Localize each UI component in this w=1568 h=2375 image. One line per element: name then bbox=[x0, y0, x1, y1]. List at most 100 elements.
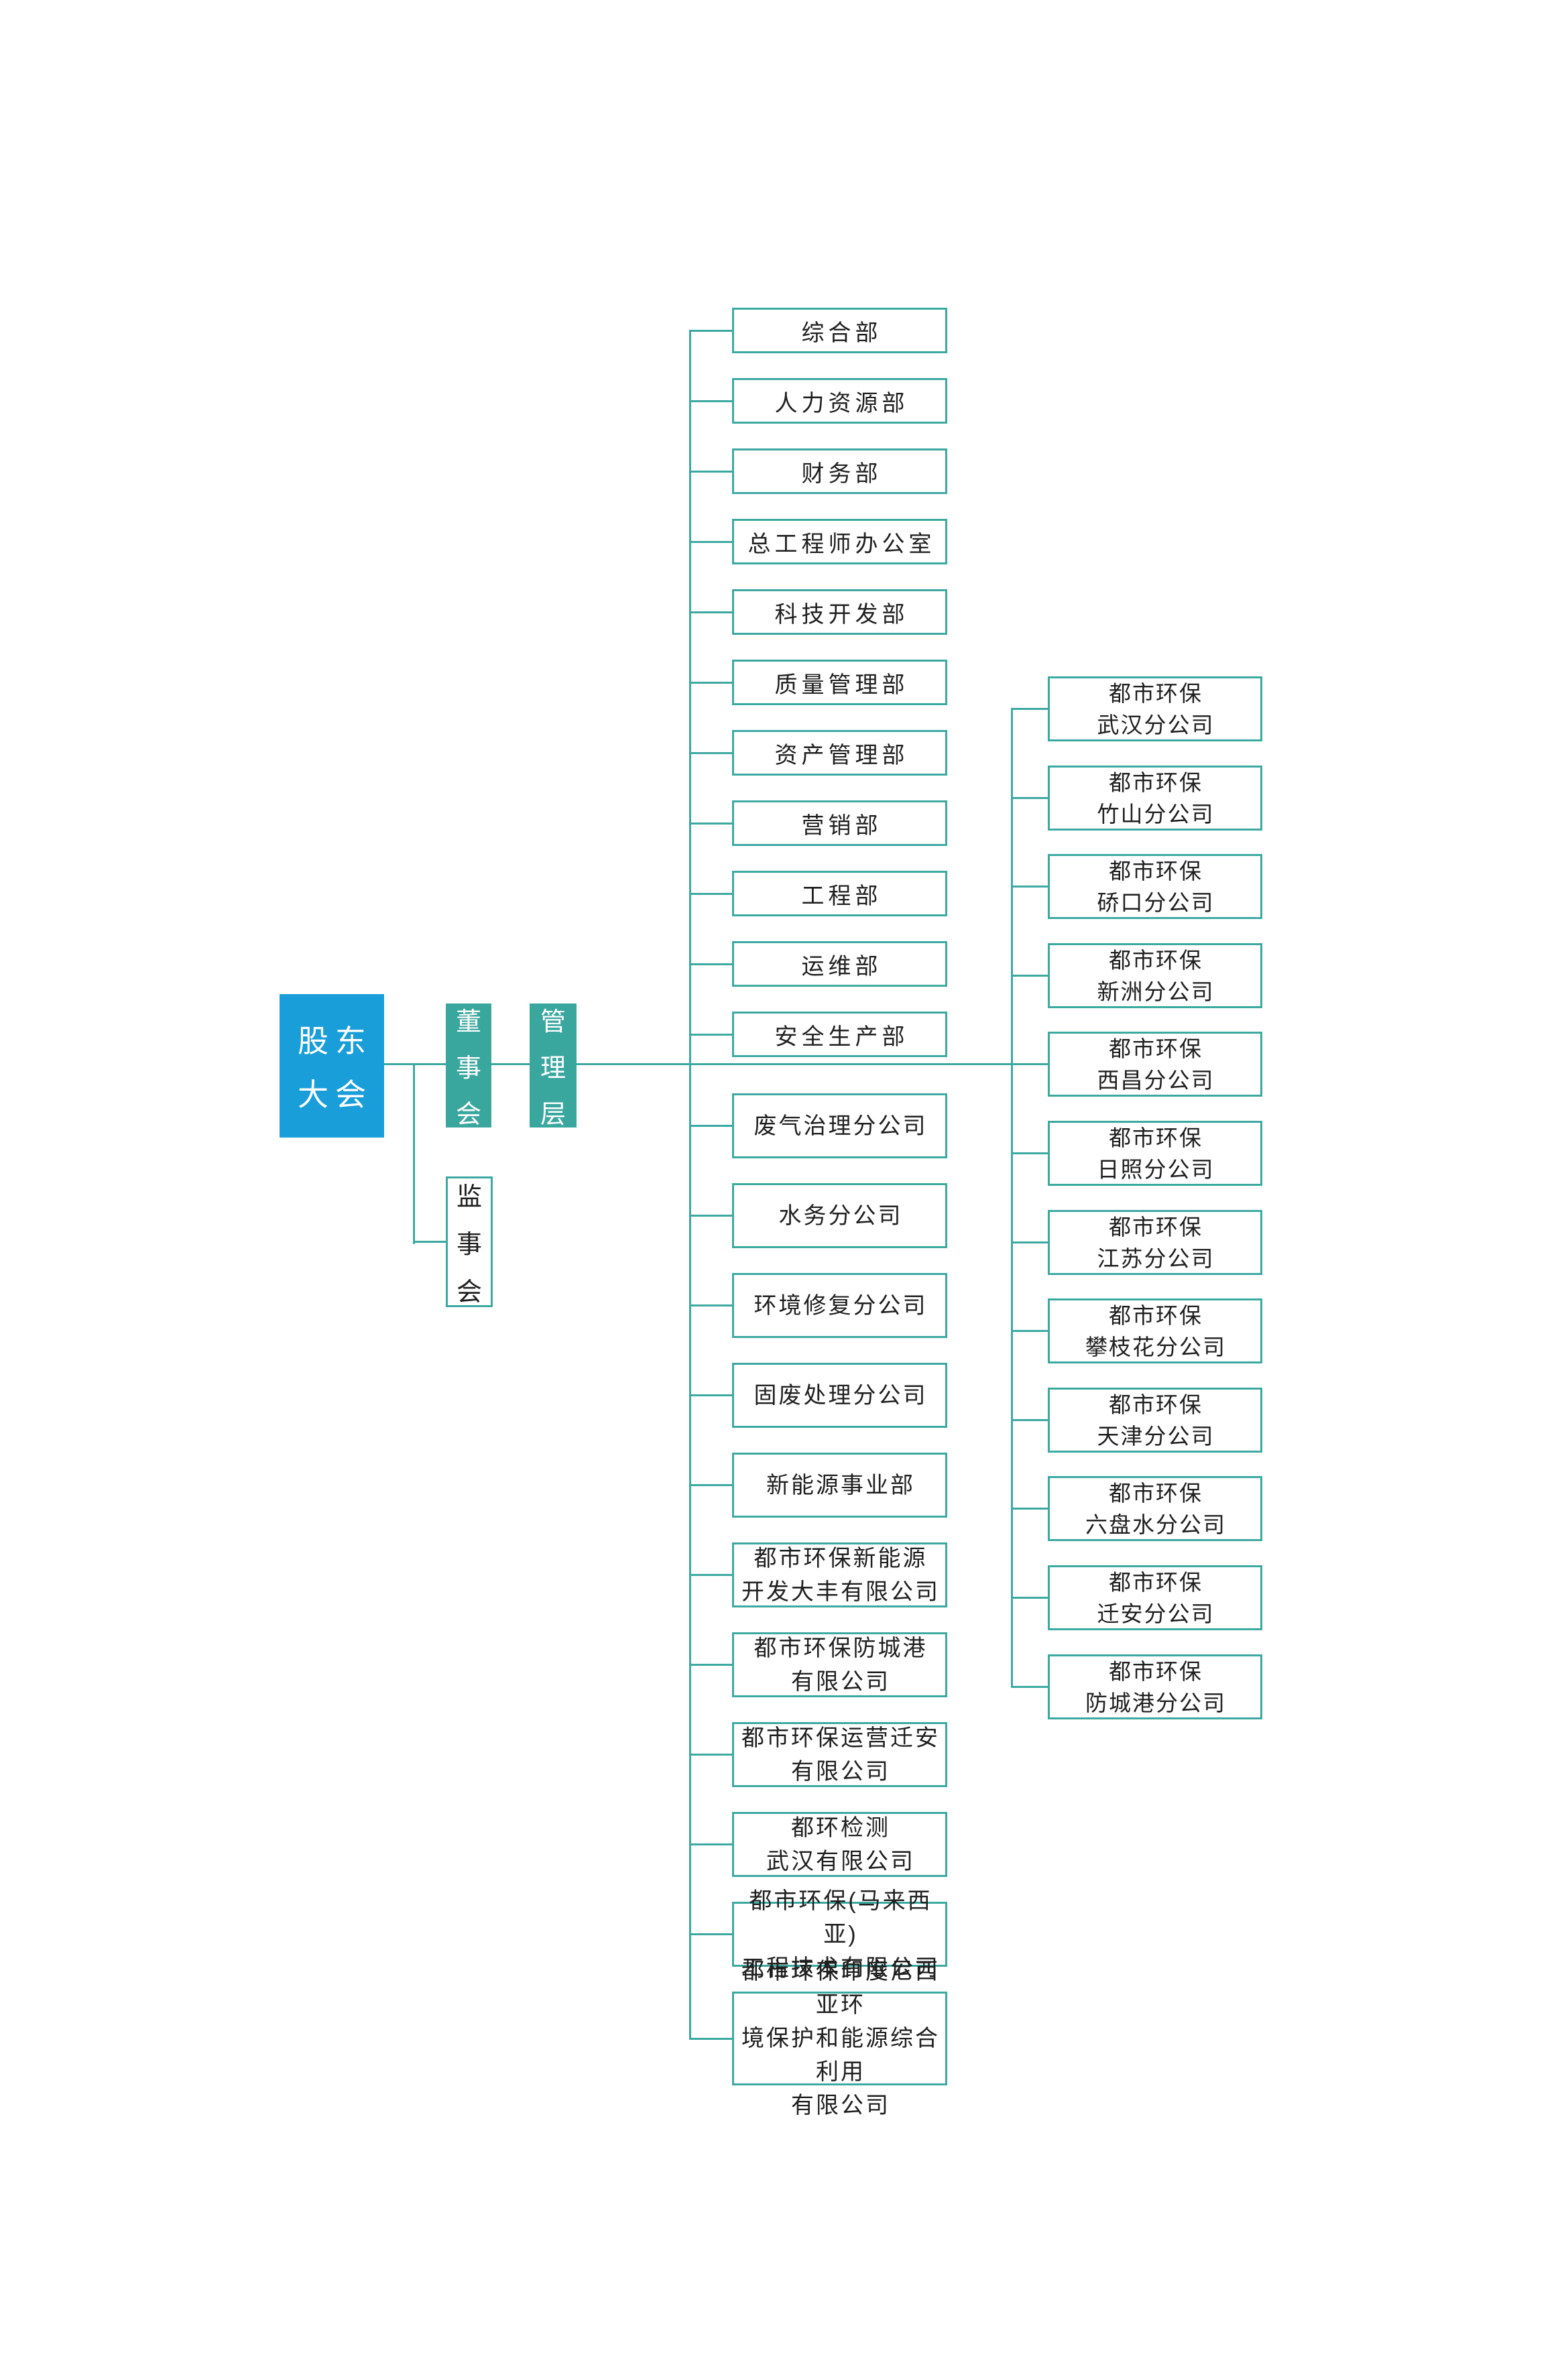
subsidiary-node-label: 都市环保(马来西亚) bbox=[749, 1888, 932, 1947]
subsidiary-node: 都市环保新能源开发大丰有限公司 bbox=[732, 1542, 947, 1607]
connector-line bbox=[1011, 1152, 1048, 1154]
branch-company-node-label: 攀枝花分公司 bbox=[1085, 1334, 1226, 1359]
branch-company-node: 都市环保江苏分公司 bbox=[1048, 1210, 1262, 1275]
subsidiary-node-label: 都市环保防城港 bbox=[753, 1635, 928, 1661]
board-label-char3: 会 bbox=[455, 1101, 481, 1129]
subsidiary-node-label: 都市环保运营迁安 bbox=[741, 1725, 940, 1751]
connector-line bbox=[689, 541, 732, 543]
connector-line bbox=[689, 752, 732, 754]
department-node-label: 人力资源部 bbox=[774, 390, 909, 416]
department-node: 人力资源部 bbox=[732, 378, 947, 424]
shareholders-meeting-label-line2: 大会 bbox=[298, 1077, 373, 1112]
branch-company-node: 都市环保西昌分公司 bbox=[1048, 1032, 1262, 1097]
connector-line bbox=[689, 1754, 732, 1756]
branch-company-node: 都市环保日照分公司 bbox=[1048, 1121, 1262, 1186]
department-node: 工程部 bbox=[732, 871, 947, 916]
branch-company-node: 都市环保六盘水分公司 bbox=[1048, 1476, 1262, 1541]
department-node: 安全生产部 bbox=[732, 1012, 947, 1057]
branch-company-node-label: 都市环保 bbox=[1109, 770, 1203, 795]
connector-line bbox=[689, 1484, 732, 1486]
subsidiary-node-label: 有限公司 bbox=[791, 1758, 890, 1784]
connector-line bbox=[577, 1063, 1013, 1065]
connector-line bbox=[413, 1063, 415, 1244]
connector-line bbox=[1011, 1419, 1048, 1421]
branch-company-node: 都市环保竹山分公司 bbox=[1048, 766, 1262, 831]
department-node-label: 工程部 bbox=[801, 883, 882, 909]
connector-line bbox=[689, 330, 691, 2038]
subsidiary-node-label: 开发大丰有限公司 bbox=[741, 1579, 940, 1605]
department-node-label: 质量管理部 bbox=[774, 672, 909, 698]
connector-line bbox=[689, 1304, 732, 1306]
department-node-label: 综合部 bbox=[801, 320, 882, 346]
supervisory-board-node: 监 事 会 bbox=[446, 1176, 493, 1307]
subsidiary-node-label: 都市环保印度尼西亚环 bbox=[741, 1959, 940, 2018]
branch-company-node-label: 西昌分公司 bbox=[1097, 1067, 1215, 1093]
connector-line bbox=[1011, 708, 1048, 710]
branch-company-node-label: 武汉分公司 bbox=[1097, 712, 1215, 737]
connector-line bbox=[1011, 886, 1048, 888]
subsidiary-node-label: 新能源事业部 bbox=[766, 1472, 915, 1498]
branch-company-node-label: 竹山分公司 bbox=[1097, 801, 1215, 827]
department-node: 总工程师办公室 bbox=[732, 519, 947, 564]
branch-company-node: 都市环保迁安分公司 bbox=[1048, 1565, 1262, 1630]
connector-line bbox=[689, 1843, 732, 1845]
branch-company-node: 都市环保防城港分公司 bbox=[1048, 1654, 1262, 1719]
connector-line bbox=[689, 330, 732, 332]
subsidiary-node-label: 固废处理分公司 bbox=[753, 1382, 928, 1408]
connector-line bbox=[689, 611, 732, 613]
management-label-char2: 理 bbox=[540, 1054, 566, 1083]
department-node: 运维部 bbox=[732, 941, 947, 987]
connector-line bbox=[689, 471, 732, 473]
connector-line bbox=[1011, 1063, 1048, 1065]
connector-line bbox=[689, 1034, 732, 1036]
connector-line bbox=[384, 1063, 446, 1065]
department-node-label: 财务部 bbox=[801, 461, 882, 487]
branch-company-node-label: 日照分公司 bbox=[1097, 1156, 1215, 1182]
subsidiary-node: 都市环保印度尼西亚环境保护和能源综合利用有限公司 bbox=[732, 1959, 947, 2118]
branch-company-node-label: 都市环保 bbox=[1109, 1569, 1203, 1595]
management-label-char1: 管 bbox=[540, 1008, 566, 1036]
branch-company-node-label: 都市环保 bbox=[1109, 1392, 1203, 1417]
shareholders-meeting-label-line1: 股东 bbox=[298, 1024, 373, 1058]
connector-line bbox=[1011, 975, 1048, 977]
subsidiary-node: 都市环保运营迁安有限公司 bbox=[732, 1722, 947, 1787]
branch-company-node-label: 六盘水分公司 bbox=[1085, 1512, 1226, 1537]
branch-company-node-label: 江苏分公司 bbox=[1097, 1245, 1215, 1271]
subsidiary-node-label: 环境修复分公司 bbox=[753, 1292, 928, 1319]
subsidiary-node-label: 水务分公司 bbox=[778, 1203, 903, 1229]
branch-company-node: 都市环保硚口分公司 bbox=[1048, 854, 1262, 919]
branch-company-node-label: 都市环保 bbox=[1109, 947, 1203, 973]
supervisory-label-char1: 监 bbox=[456, 1183, 482, 1211]
subsidiary-node: 都市环保防城港有限公司 bbox=[732, 1632, 947, 1697]
department-node-label: 总工程师办公室 bbox=[747, 531, 936, 557]
board-of-directors-node: 董 事 会 bbox=[446, 1003, 491, 1129]
connector-line bbox=[1011, 1686, 1048, 1688]
connector-line bbox=[1011, 709, 1013, 1687]
department-node: 资产管理部 bbox=[732, 730, 947, 776]
subsidiary-node: 环境修复分公司 bbox=[732, 1273, 947, 1338]
branch-company-node-label: 硚口分公司 bbox=[1097, 890, 1215, 915]
subsidiary-node-label: 境保护和能源综合利用 bbox=[741, 2026, 940, 2085]
branch-company-node-label: 都市环保 bbox=[1109, 1658, 1203, 1684]
subsidiary-node-label: 有限公司 bbox=[791, 1668, 890, 1695]
branch-company-node-label: 新洲分公司 bbox=[1097, 979, 1215, 1004]
branch-company-node-label: 都市环保 bbox=[1109, 1480, 1203, 1506]
department-node: 营销部 bbox=[732, 800, 947, 846]
connector-line bbox=[689, 823, 732, 825]
connector-line bbox=[689, 400, 732, 402]
connector-line bbox=[689, 2038, 732, 2040]
subsidiary-node: 新能源事业部 bbox=[732, 1453, 947, 1518]
connector-line bbox=[1011, 1330, 1048, 1332]
branch-company-node-label: 迁安分公司 bbox=[1097, 1601, 1215, 1626]
subsidiary-node: 都环检测武汉有限公司 bbox=[732, 1812, 947, 1877]
subsidiary-node-label: 都环检测 bbox=[791, 1815, 890, 1841]
branch-company-node: 都市环保武汉分公司 bbox=[1048, 676, 1262, 741]
connector-line bbox=[491, 1063, 530, 1065]
subsidiary-node: 固废处理分公司 bbox=[732, 1363, 947, 1428]
department-node: 财务部 bbox=[732, 448, 947, 494]
branch-company-node-label: 都市环保 bbox=[1109, 1214, 1203, 1239]
branch-company-node-label: 天津分公司 bbox=[1097, 1423, 1215, 1449]
subsidiary-node-label: 废气治理分公司 bbox=[753, 1113, 928, 1139]
subsidiary-node-label: 武汉有限公司 bbox=[766, 1848, 915, 1874]
